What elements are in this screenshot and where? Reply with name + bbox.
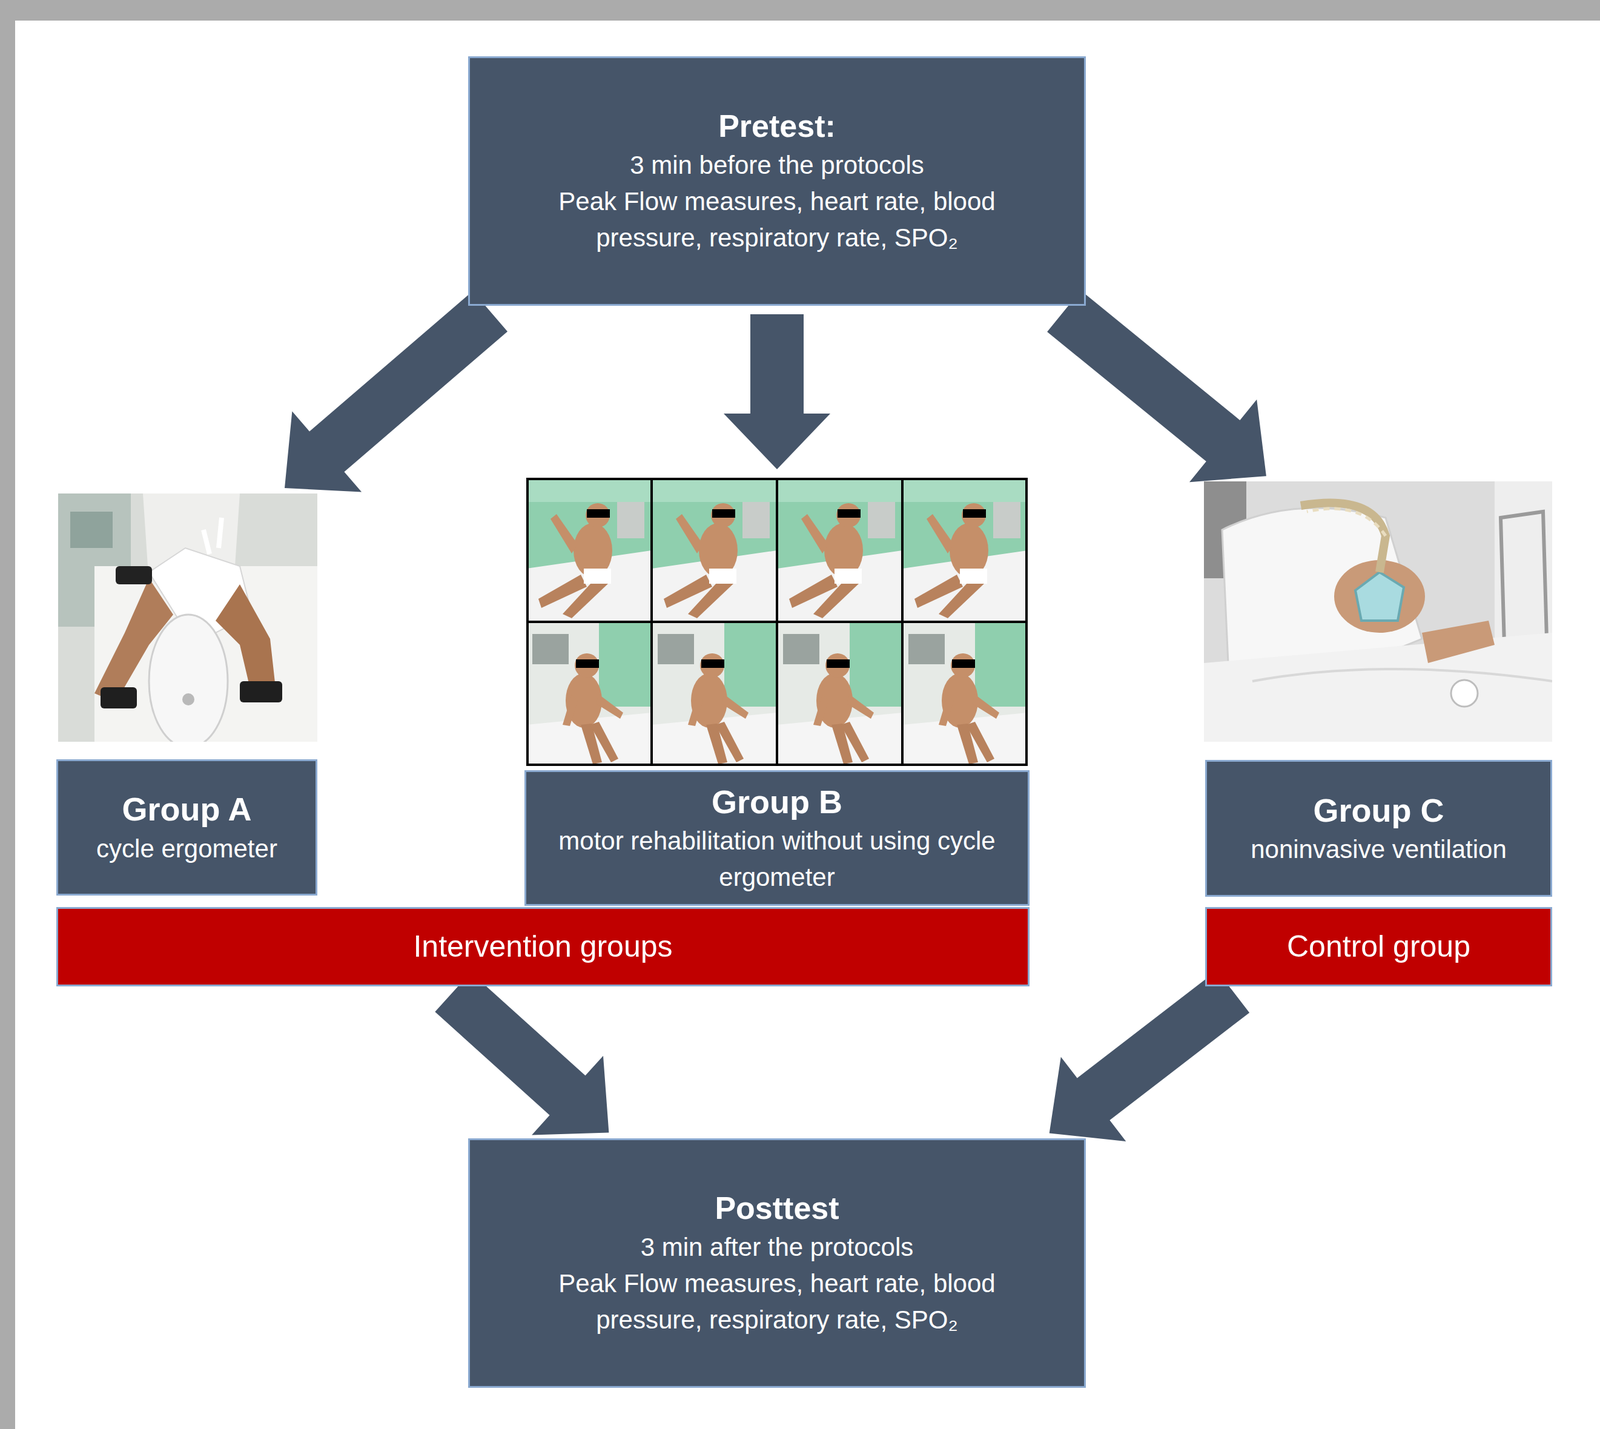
group-panel: Group Bmotor rehabilitation without usin… xyxy=(524,770,1030,906)
band-label: Control group xyxy=(1286,927,1471,966)
box-heading: Group A xyxy=(122,787,252,831)
box-body-text: Peak Flow measures, heart rate, blood pr… xyxy=(522,1265,1032,1339)
band-label: Intervention groups xyxy=(413,927,673,966)
box-body-text: 3 min before the protocols xyxy=(629,147,925,184)
box-body-text: cycle ergometer xyxy=(96,830,278,868)
box-heading: Posttest xyxy=(714,1188,839,1230)
group-box: Group Bmotor rehabilitation without usin… xyxy=(524,477,1030,906)
box-heading: Group B xyxy=(711,780,843,824)
motor-rehabilitation-photo-grid xyxy=(526,477,1028,767)
block-arrow xyxy=(284,291,508,493)
noninvasive-ventilation-photo xyxy=(1203,481,1553,742)
box-body-text: Peak Flow measures, heart rate, blood pr… xyxy=(522,183,1032,257)
block-arrow xyxy=(723,314,831,470)
intervention-band: Intervention groups xyxy=(56,907,1030,987)
box-body-text: 3 min after the protocols xyxy=(640,1229,914,1266)
group-panel: Group Acycle ergometer xyxy=(56,759,318,896)
box-heading: Group C xyxy=(1313,789,1445,832)
box-body-text: noninvasive ventilation xyxy=(1250,831,1507,868)
block-arrow xyxy=(434,972,609,1136)
group-box: Group Acycle ergometer xyxy=(56,493,318,896)
block-arrow xyxy=(1049,970,1250,1142)
pretest-box: Pretest:3 min before the protocolsPeak F… xyxy=(468,56,1086,306)
group-box: Group Cnoninvasive ventilation xyxy=(1205,481,1553,897)
group-panel: Group Cnoninvasive ventilation xyxy=(1205,760,1553,897)
box-heading: Pretest: xyxy=(718,105,836,148)
control-band: Control group xyxy=(1205,907,1553,987)
posttest-box: Posttest3 min after the protocolsPeak Fl… xyxy=(468,1138,1086,1389)
box-body-text: motor rehabilitation without using cycle… xyxy=(546,823,1008,896)
block-arrow xyxy=(1047,290,1267,483)
cycle-ergometer-photo xyxy=(58,493,318,742)
